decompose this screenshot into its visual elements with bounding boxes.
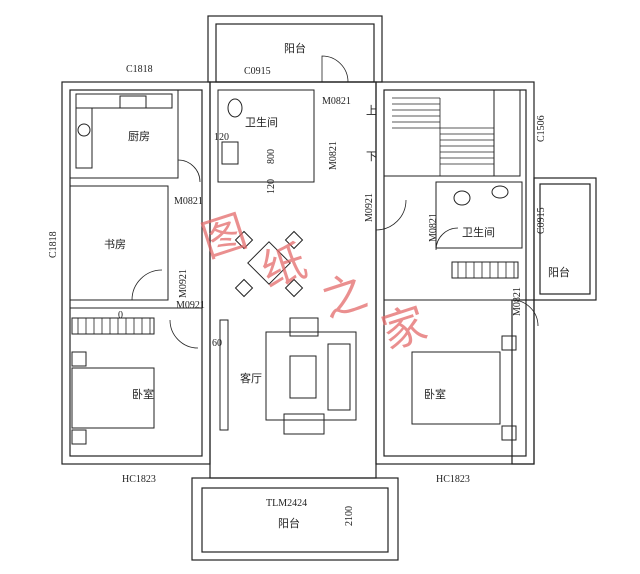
wardrobe-left: [71, 317, 155, 335]
window-code-bedroom-right: HC1823: [436, 474, 470, 485]
kitchen-room: [69, 89, 179, 179]
stair-down-label: 下: [366, 150, 377, 163]
sofa-main-icon: [327, 343, 351, 411]
balcony-right-label: 阳台: [548, 265, 570, 279]
door-swing-study: [131, 269, 163, 301]
door-code-bedroom-right: M0821: [512, 287, 523, 316]
living-room-label: 客厅: [240, 371, 262, 385]
nightstand-right-bottom: [501, 425, 517, 441]
stair-up-label: 上: [366, 104, 377, 117]
bedroom-right-label: 卧室: [424, 387, 446, 401]
armchair-bottom-icon: [283, 413, 325, 435]
door-code-balcony-top: M0821: [322, 96, 351, 107]
kitchen-label: 厨房: [128, 130, 150, 143]
bathroom-left-room: [217, 89, 315, 183]
toilet-right-icon: [491, 185, 509, 199]
door-swing-bedroom-right: [511, 299, 539, 327]
window-code-balcony-right: C0915: [536, 207, 547, 234]
dimension-800: 800: [266, 149, 277, 164]
door-swing-bedroom-left: [169, 319, 199, 349]
balcony-right-inner: [539, 183, 591, 295]
bathroom-right-room: [435, 181, 523, 249]
bedroom-right-bay: [511, 299, 535, 465]
door-swing-bath-right: [435, 227, 459, 251]
dining-chair-1: [234, 230, 254, 250]
right-wing-inner: [383, 89, 527, 457]
dimension-60: 60: [212, 338, 222, 349]
nightstand-left-top: [71, 351, 87, 367]
sink-icon: [119, 95, 147, 109]
bed-right-icon: [411, 351, 501, 425]
stair-landing: [493, 89, 521, 177]
bedroom-right-room: [383, 299, 513, 457]
window-code-living: TLM2424: [266, 498, 307, 509]
watermark-char-1: 图: [196, 206, 254, 268]
study-room: [69, 185, 169, 301]
balcony-top-inner: [215, 23, 375, 83]
right-wing-wall: [375, 81, 535, 465]
bedroom-left-label: 卧室: [132, 387, 154, 401]
bedroom-left-room: [69, 307, 203, 457]
watermark-char-2: 纸: [256, 236, 314, 298]
nightstand-left-bottom: [71, 429, 87, 445]
window-code-bedroom-left: HC1823: [122, 474, 156, 485]
window-code-study-side: C1818: [48, 231, 59, 258]
nightstand-right-top: [501, 335, 517, 351]
window-code-kitchen: C1818: [126, 64, 153, 75]
toilet-left-icon: [227, 98, 243, 118]
stair-well: [383, 89, 495, 177]
balcony-bottom-label: 阳台: [278, 516, 300, 530]
balcony-right-outline: [533, 177, 597, 301]
dimension-120-bottom: 120: [266, 179, 277, 194]
window-code-stair-side: C1506: [536, 115, 547, 142]
bathroom-right-label: 卫生间: [462, 225, 495, 239]
door-code-stair-hall: M0921: [364, 193, 375, 222]
basin-left-icon: [221, 141, 239, 165]
door-swing-kitchen: [177, 159, 201, 183]
dining-table-icon: [247, 241, 291, 285]
window-code-bath-left: C0915: [244, 66, 271, 77]
study-label: 书房: [104, 238, 126, 251]
bathroom-left-label: 卫生间: [245, 115, 278, 129]
armchair-top-icon: [289, 317, 319, 337]
coffee-table-icon: [289, 355, 317, 399]
dining-chair-4: [284, 278, 304, 298]
watermark-char-3: 之: [316, 266, 374, 328]
bed-left-icon: [71, 367, 155, 429]
door-code-study: M0921: [178, 269, 189, 298]
door-code-bedroom-left: M0921: [176, 300, 205, 311]
wardrobe-right: [451, 261, 519, 279]
tv-cabinet-icon: [219, 319, 229, 431]
door-code-bath-left: M0821: [328, 141, 339, 170]
living-rug: [265, 331, 357, 421]
door-code-kitchen: M0821: [174, 196, 203, 207]
dining-chair-3: [234, 278, 254, 298]
balcony-top-label: 阳台: [284, 41, 306, 55]
kitchen-counter-left: [75, 107, 93, 169]
basin-right-icon: [453, 190, 471, 206]
dimension-120-top: 120: [214, 132, 229, 143]
door-swing-balcony-top: [321, 55, 349, 83]
door-swing-stair: [375, 199, 407, 231]
balcony-bottom-inner: [201, 487, 389, 553]
door-code-bath-right: M0821: [428, 213, 439, 242]
stove-icon: [77, 123, 91, 137]
dimension-0: 0: [118, 310, 123, 321]
dining-chair-2: [284, 230, 304, 250]
dimension-2100: 2100: [344, 506, 355, 526]
